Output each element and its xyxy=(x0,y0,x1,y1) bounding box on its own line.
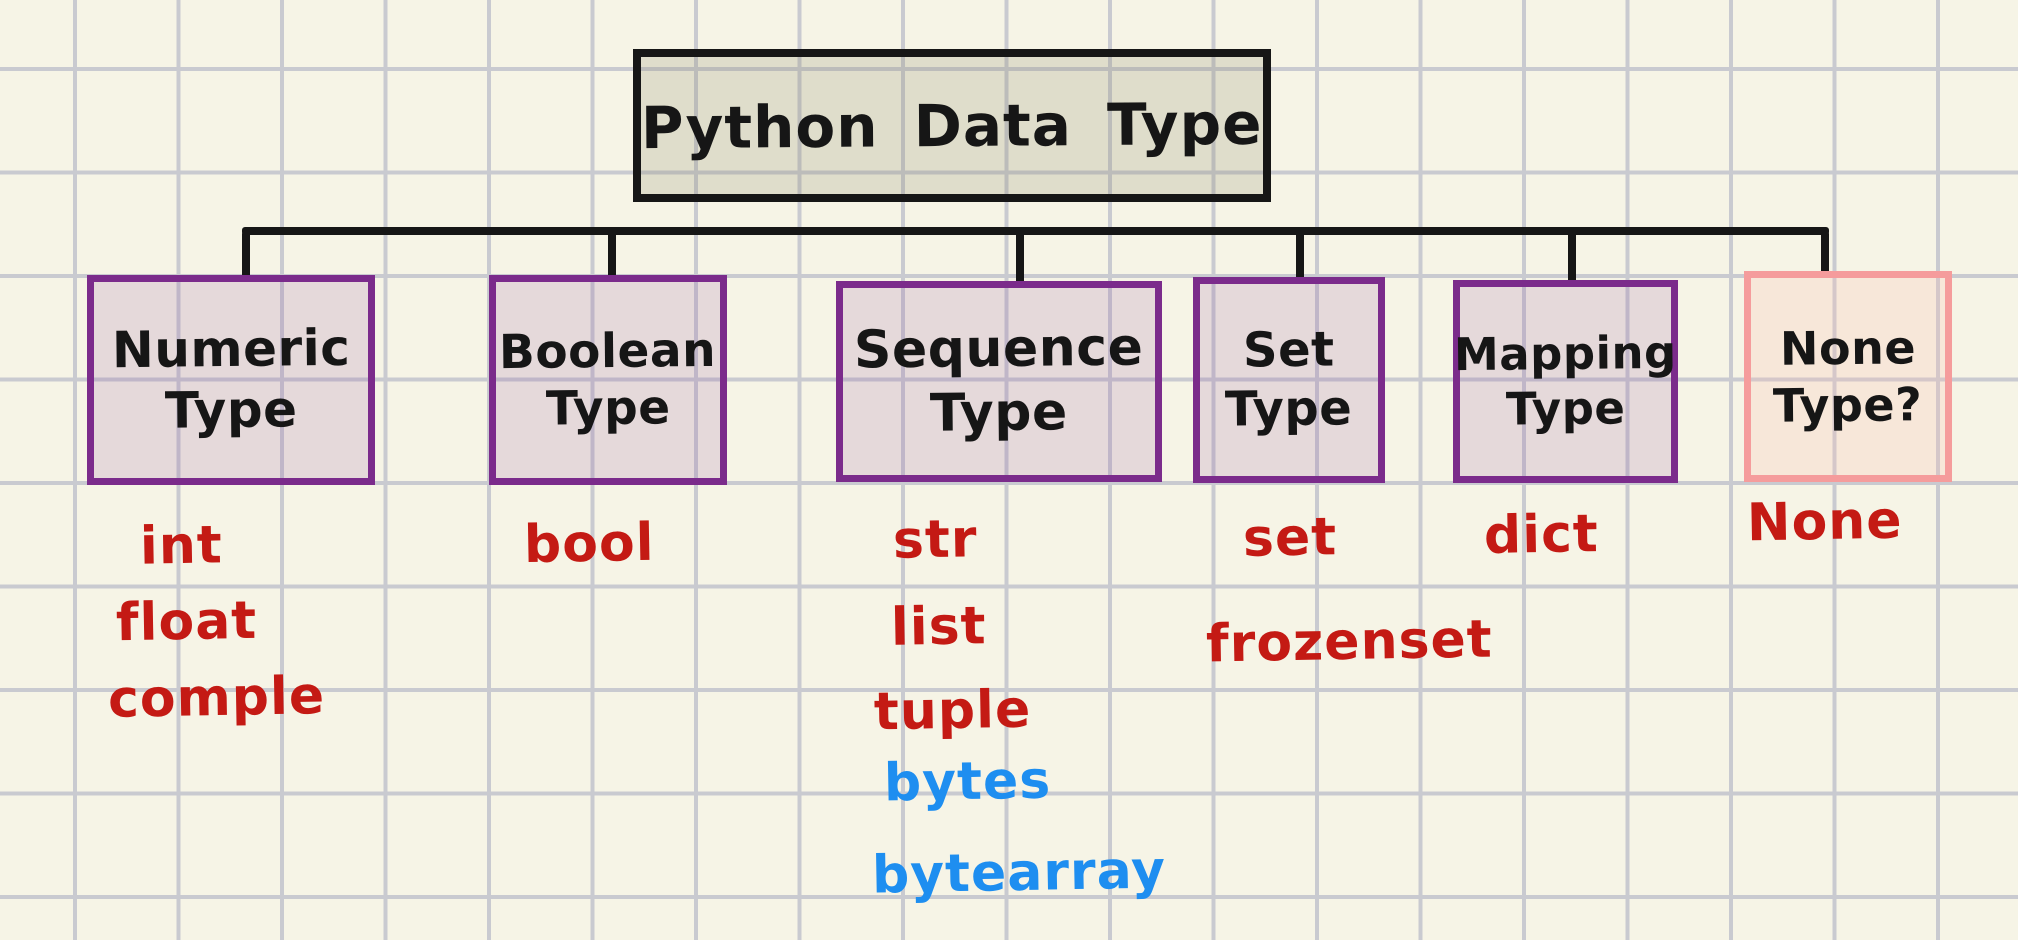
item-tuple: tuple xyxy=(873,679,1032,743)
type-box-none-line2: Type? xyxy=(1773,376,1923,433)
type-box-numeric: Numeric Type xyxy=(87,275,375,485)
tree-connector-bar xyxy=(242,227,1829,235)
tree-connector-stub-set xyxy=(1296,231,1304,281)
item-bool: bool xyxy=(523,512,656,576)
item-none: None xyxy=(1746,490,1904,554)
item-set: set xyxy=(1242,507,1338,569)
type-box-set-line1: Set xyxy=(1242,321,1336,379)
tree-connector-stub-sequence xyxy=(1016,231,1024,285)
type-box-none: None Type? xyxy=(1744,271,1952,482)
type-box-sequence: Sequence Type xyxy=(836,281,1162,482)
root-node-python-data-type: Python Data Type xyxy=(633,49,1271,202)
root-node-label: Python Data Type xyxy=(641,89,1263,162)
tree-connector-stub-boolean xyxy=(608,231,616,279)
type-box-numeric-line2: Type xyxy=(164,380,298,440)
type-box-mapping-line1: Mapping xyxy=(1453,325,1678,381)
type-box-sequence-line1: Sequence xyxy=(854,317,1144,381)
item-comple: comple xyxy=(107,666,326,730)
item-frozenset: frozenset xyxy=(1205,609,1494,675)
tree-connector-stub-none xyxy=(1821,231,1829,275)
type-box-none-line1: None xyxy=(1779,320,1917,377)
type-box-set: Set Type xyxy=(1193,277,1385,483)
type-box-boolean-line2: Type xyxy=(545,380,671,437)
type-box-set-line2: Type xyxy=(1225,380,1353,438)
tree-connector-stub-numeric xyxy=(242,231,250,279)
type-box-numeric-line1: Numeric xyxy=(111,318,351,380)
type-box-boolean-line1: Boolean xyxy=(499,322,717,380)
type-box-mapping: Mapping Type xyxy=(1453,280,1678,483)
item-dict: dict xyxy=(1483,504,1600,566)
item-str: str xyxy=(892,509,978,571)
item-float: float xyxy=(115,590,258,654)
tree-connector-stub-mapping xyxy=(1568,231,1576,284)
item-bytearray: bytearray xyxy=(871,840,1167,906)
item-list: list xyxy=(890,596,987,658)
type-box-mapping-line2: Type xyxy=(1505,380,1626,436)
item-bytes: bytes xyxy=(883,750,1052,814)
type-box-sequence-line2: Type xyxy=(929,381,1069,444)
type-box-boolean: Boolean Type xyxy=(489,275,727,485)
item-int: int xyxy=(139,515,224,577)
